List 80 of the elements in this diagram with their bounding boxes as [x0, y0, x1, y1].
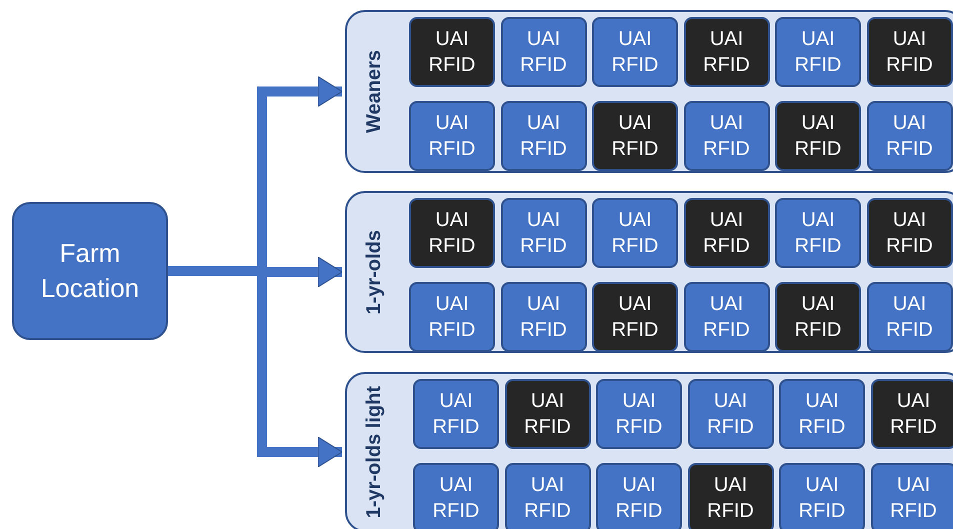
tag-box	[775, 17, 861, 87]
tag-box	[688, 463, 774, 529]
tag-label: UAI RFID	[798, 389, 846, 440]
group-panel	[345, 372, 953, 529]
tag-label: UAI RFID	[614, 473, 664, 524]
tag-label: UAI RFID	[702, 208, 751, 259]
tag-box	[409, 198, 495, 268]
tag-box	[866, 17, 952, 87]
tag-label: UAI RFID	[610, 208, 660, 259]
tag-label: UAI RFID	[428, 208, 476, 259]
tag-label: UAI RFID	[794, 292, 842, 343]
tag-box	[409, 282, 495, 352]
tag-box	[409, 17, 495, 87]
tag-box	[779, 379, 865, 449]
tag-label: UAI RFID	[702, 27, 751, 78]
tag-box	[500, 17, 586, 87]
group-panel	[345, 10, 953, 173]
tag-box	[870, 463, 953, 529]
tag-label: UAI RFID	[519, 111, 568, 162]
tag-label: UAI RFID	[432, 473, 480, 524]
tag-box	[684, 198, 770, 268]
tag-label: UAI RFID	[889, 473, 938, 524]
tag-box	[504, 463, 590, 529]
tag-box	[775, 282, 861, 352]
tag-label: UAI RFID	[885, 27, 934, 78]
location-label: Farm Location	[40, 236, 140, 305]
tag-label: UAI RFID	[794, 27, 842, 78]
tag-box	[775, 198, 861, 268]
tag-label: UAI RFID	[610, 111, 660, 162]
tag-box	[688, 379, 774, 449]
tag-box	[409, 101, 495, 171]
tag-box	[596, 463, 682, 529]
tag-box	[775, 101, 861, 171]
tag-box	[866, 282, 952, 352]
location-box	[12, 202, 168, 340]
tag-box	[500, 101, 586, 171]
group-label: 1-yr-olds light	[363, 386, 385, 518]
tag-box	[870, 379, 953, 449]
tag-box	[592, 101, 678, 171]
tag-box	[500, 198, 586, 268]
tag-box	[779, 463, 865, 529]
tag-label: UAI RFID	[794, 208, 842, 259]
tag-label: UAI RFID	[428, 292, 476, 343]
tag-label: UAI RFID	[428, 27, 476, 78]
tag-label: UAI RFID	[432, 389, 480, 440]
tag-box	[504, 379, 590, 449]
tag-label: UAI RFID	[614, 389, 664, 440]
tag-label: UAI RFID	[798, 473, 846, 524]
tag-label: UAI RFID	[519, 292, 568, 343]
group-label: Weaners	[363, 50, 385, 133]
tag-label: UAI RFID	[706, 473, 755, 524]
tag-label: UAI RFID	[885, 208, 934, 259]
tag-label: UAI RFID	[523, 473, 572, 524]
tag-box	[500, 282, 586, 352]
tag-label: UAI RFID	[428, 111, 476, 162]
tag-label: UAI RFID	[519, 27, 568, 78]
tag-box	[866, 198, 952, 268]
tag-label: UAI RFID	[702, 292, 751, 343]
tag-label: UAI RFID	[885, 111, 934, 162]
tag-label: UAI RFID	[889, 389, 938, 440]
tag-box	[684, 101, 770, 171]
tag-box	[592, 17, 678, 87]
tag-label: UAI RFID	[885, 292, 934, 343]
tag-box	[413, 463, 499, 529]
tag-label: UAI RFID	[794, 111, 842, 162]
tag-box	[592, 198, 678, 268]
tag-box	[592, 282, 678, 352]
tag-box	[596, 379, 682, 449]
tag-label: UAI RFID	[523, 389, 572, 440]
tag-label: UAI RFID	[610, 27, 660, 78]
tag-box	[684, 282, 770, 352]
tag-box	[684, 17, 770, 87]
tag-label: UAI RFID	[706, 389, 755, 440]
tag-label: UAI RFID	[519, 208, 568, 259]
tag-box	[866, 101, 952, 171]
group-label: 1-yr-olds	[363, 230, 385, 314]
tag-label: UAI RFID	[610, 292, 660, 343]
tag-label: UAI RFID	[702, 111, 751, 162]
tag-box	[413, 379, 499, 449]
group-panel	[345, 191, 953, 353]
